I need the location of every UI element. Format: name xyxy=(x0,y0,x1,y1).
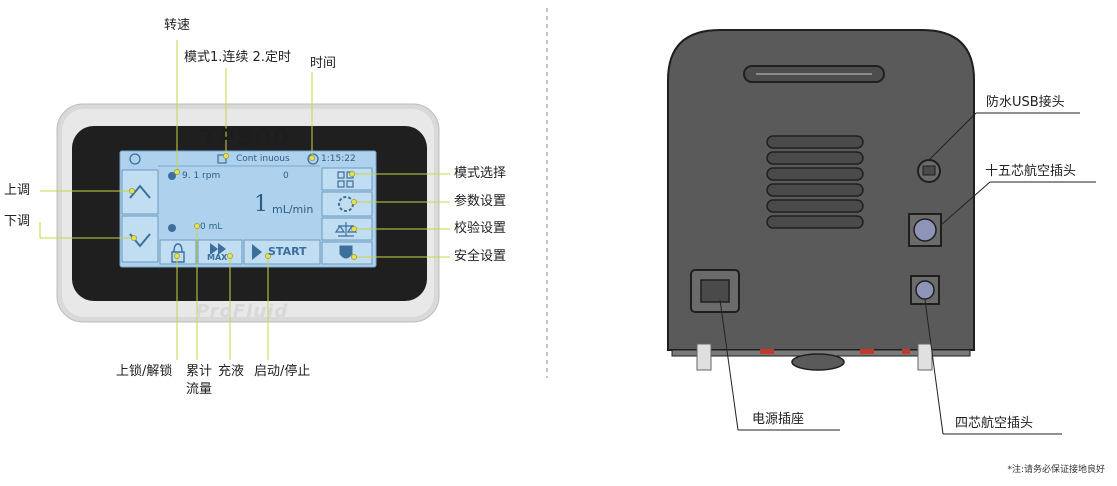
lcd-down-button[interactable] xyxy=(121,215,159,263)
rear-vents xyxy=(766,135,864,229)
grounding-note: *注:请务必保证接地良好 xyxy=(1007,465,1105,475)
aviation15-face xyxy=(913,218,937,242)
label-usb: 防水USB接头 xyxy=(986,95,1065,110)
lcd-mode-text: Cont inuous xyxy=(236,154,290,164)
aviation4-face xyxy=(915,280,935,300)
label-down: 下调 xyxy=(4,214,31,229)
fast-forward-icon xyxy=(210,243,226,255)
right-leader-lines xyxy=(719,112,1096,435)
left-leader-lines xyxy=(39,40,450,360)
play-icon xyxy=(252,244,262,260)
label-time: 时间 xyxy=(310,56,337,71)
label-safety: 安全设置 xyxy=(454,249,507,264)
power-socket-inner xyxy=(700,279,730,303)
label-cumulative-1: 累计 xyxy=(186,364,213,379)
label-prime: 充液 xyxy=(218,364,245,379)
red-marker xyxy=(860,349,874,354)
lcd-time-text: 1:15:22 xyxy=(321,154,356,164)
left-leader-dots xyxy=(129,153,357,260)
lcd-start-button[interactable] xyxy=(243,239,321,265)
shield-icon xyxy=(339,245,353,259)
label-up: 上调 xyxy=(4,183,31,198)
label-param-set: 参数设置 xyxy=(454,194,507,209)
volume-icon xyxy=(168,224,176,232)
clock-icon xyxy=(307,153,319,165)
label-lock: 上锁/解锁 xyxy=(116,364,173,379)
red-marker xyxy=(760,349,774,354)
usb-port-slot xyxy=(922,165,936,176)
label-mode: 模式1.连续 2.定时 xyxy=(184,50,291,65)
center-knob xyxy=(791,353,845,371)
grid-icon-cell xyxy=(337,180,345,188)
label-calibrate: 校验设置 xyxy=(454,221,507,236)
mode-icon xyxy=(217,154,227,164)
label-aviation4: 四芯航空插头 xyxy=(955,416,1034,431)
red-marker xyxy=(902,349,910,354)
label-cumulative-2: 流量 xyxy=(186,382,213,397)
grid-icon xyxy=(337,171,345,179)
speed-icon xyxy=(168,172,176,180)
lcd-flow-unit: mL/min xyxy=(272,203,314,216)
right-foot xyxy=(917,343,933,371)
label-speed: 转速 xyxy=(163,18,191,33)
balance-scale-icon xyxy=(334,222,358,237)
lcd-flow-value: 1 xyxy=(254,192,268,217)
lcd-param-button[interactable] xyxy=(321,191,373,217)
left-foot xyxy=(696,343,712,371)
grid-icon-cell xyxy=(346,180,354,188)
lcd-start-label: START xyxy=(268,245,307,258)
lcd-max-label: MAX xyxy=(207,253,228,262)
label-mode-select: 模式选择 xyxy=(454,166,507,181)
lcd-screen xyxy=(119,150,377,268)
label-power: 电源插座 xyxy=(752,412,805,427)
lcd-volume-text: 0 mL xyxy=(200,222,223,232)
label-aviation15: 十五芯航空插头 xyxy=(985,164,1077,179)
device-brand: TP800 xyxy=(201,124,291,152)
user-icon xyxy=(129,153,141,165)
chevron-up-icon xyxy=(129,184,151,199)
lcd-speed-small: 0 xyxy=(283,171,289,181)
device-logo: ProFluid xyxy=(196,301,289,322)
lock-icon xyxy=(171,243,185,263)
lcd-speed-text: 9. 1 rpm xyxy=(182,171,221,181)
label-start-stop: 启动/停止 xyxy=(254,364,311,379)
lcd-up-button[interactable] xyxy=(121,169,159,215)
